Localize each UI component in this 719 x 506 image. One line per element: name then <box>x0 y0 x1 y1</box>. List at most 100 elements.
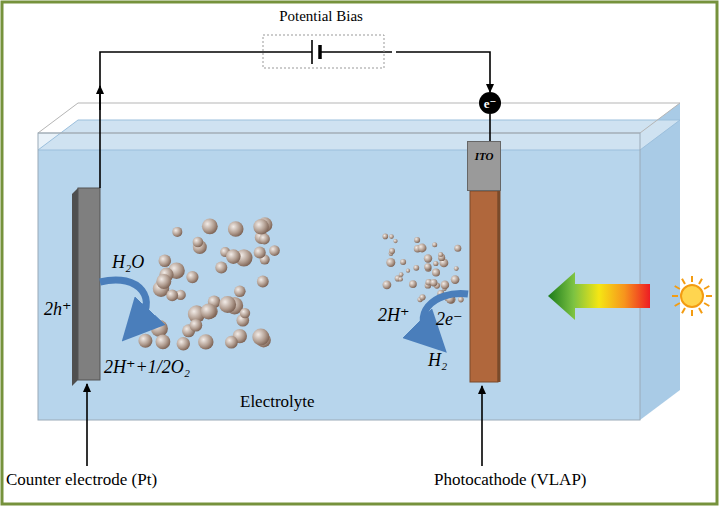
gas-bubble <box>234 286 246 298</box>
gas-bubble <box>269 245 280 256</box>
gas-bubble <box>438 252 443 257</box>
gas-bubble <box>432 269 440 277</box>
electrolyte-surface <box>38 120 680 150</box>
gas-bubble <box>190 319 203 332</box>
battery-plate <box>311 40 313 64</box>
gas-bubble <box>186 271 198 283</box>
gas-bubble <box>406 269 410 273</box>
sun-ray <box>691 276 693 282</box>
gas-bubble <box>166 290 178 302</box>
gas-bubble <box>151 320 168 337</box>
electrolyte-label: Electrolyte <box>240 392 315 412</box>
gas-bubble <box>172 227 182 237</box>
gas-bubble <box>409 280 417 288</box>
sun-ray <box>699 279 702 284</box>
bias-source: Potential Bias <box>246 6 396 70</box>
wire-connector <box>489 114 491 141</box>
gas-bubble <box>414 237 420 243</box>
tank-rim <box>38 103 680 133</box>
wire <box>320 51 392 53</box>
sun-ray <box>675 303 680 306</box>
gas-bubble <box>202 218 218 234</box>
gas-bubble <box>252 329 269 346</box>
gas-bubble <box>156 274 171 289</box>
chemical-species: 2h⁺ <box>44 298 72 320</box>
gas-bubble <box>393 239 397 243</box>
gas-bubble <box>458 297 464 303</box>
gas-bubble <box>424 263 431 270</box>
reaction-arrow <box>423 294 468 338</box>
gas-bubble <box>226 249 241 264</box>
gas-bubble <box>254 247 266 259</box>
gas-bubble <box>398 277 403 282</box>
sun-ray <box>682 279 685 284</box>
sun-ray <box>706 295 712 297</box>
reaction-product: 2H⁺+1/2O₂ <box>104 356 190 378</box>
node-text: Potential Bias <box>246 8 396 25</box>
node-text: e⁻ <box>484 97 497 110</box>
sun-ray <box>704 303 709 306</box>
sun-ray <box>675 286 680 289</box>
gas-bubble <box>228 221 244 237</box>
counter-electrode <box>78 188 100 380</box>
wire-arrow <box>99 86 101 110</box>
gas-bubble <box>225 336 238 349</box>
gas-bubble <box>451 275 460 284</box>
gas-bubble <box>215 262 227 274</box>
leader-arrow <box>481 386 483 466</box>
bias-box <box>263 35 384 68</box>
gas-bubble <box>240 308 250 318</box>
light-arrow <box>548 272 650 320</box>
node-text: ITO <box>468 150 500 162</box>
sun-ray <box>704 286 709 289</box>
gas-bubble <box>454 245 461 252</box>
sun-ray <box>672 295 678 297</box>
leader-arrow <box>86 384 88 466</box>
sun-ray <box>691 310 693 316</box>
gas-bubble <box>389 234 394 239</box>
chemical-species: H₂O <box>112 252 144 273</box>
tank-side <box>640 103 680 420</box>
electron-badge: e⁻ <box>479 92 501 114</box>
wire <box>100 52 312 188</box>
gas-bubble <box>219 296 236 313</box>
gas-bubble <box>418 244 427 253</box>
battery-plate <box>318 45 322 59</box>
gas-bubble <box>193 237 204 248</box>
gas-bubble <box>432 242 437 247</box>
part-label: Photocathode (VLAP) <box>434 470 587 490</box>
reaction-arrow <box>100 280 146 326</box>
wire-connector <box>396 52 490 92</box>
tank-outline <box>38 133 640 420</box>
gas-bubble <box>400 259 406 265</box>
gas-bubble <box>259 234 270 245</box>
gas-bubble <box>383 280 392 289</box>
gas-bubble <box>177 337 190 350</box>
gas-bubble <box>419 294 425 300</box>
part-label: Counter electrode (Pt) <box>6 470 157 490</box>
gas-bubble <box>413 265 419 271</box>
gas-bubble <box>201 303 217 319</box>
chemical-species: 2H⁺ <box>378 304 410 326</box>
electrode-side <box>72 188 78 386</box>
sun-ray <box>682 308 685 313</box>
sun-ray <box>699 308 702 313</box>
gas-bubble <box>399 272 404 277</box>
gas-bubble <box>198 334 213 349</box>
reaction-product: H₂ <box>428 350 447 371</box>
sun-icon <box>672 276 712 316</box>
plate-edge <box>498 191 501 382</box>
gas-bubble <box>430 279 437 286</box>
gas-bubble <box>253 219 269 235</box>
gas-bubble <box>424 254 432 262</box>
electrolyte-front <box>38 150 640 420</box>
chemical-species: 2e⁻ <box>436 308 463 330</box>
gas-bubble <box>386 258 395 267</box>
gas-bubble <box>433 261 438 266</box>
photocathode-plate <box>470 191 498 382</box>
gas-bubble <box>257 276 269 288</box>
